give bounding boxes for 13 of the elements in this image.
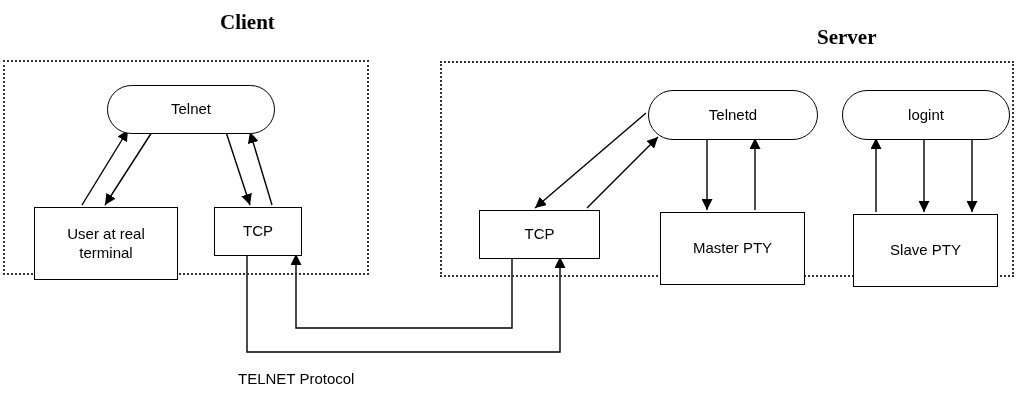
arrow: [534, 112, 647, 209]
process-box: User at real terminal: [34, 207, 178, 280]
group-heading: Server: [817, 25, 877, 50]
process-box: TCP: [214, 207, 302, 256]
process-pill: Telnetd: [648, 90, 818, 140]
process-box: Slave PTY: [853, 214, 998, 287]
arrow: [586, 136, 659, 209]
process-box: Master PTY: [660, 212, 805, 285]
process-box: TCP: [479, 210, 600, 259]
process-pill: logint: [842, 90, 1010, 140]
process-pill: Telnet: [107, 85, 275, 134]
group-heading: Client: [220, 10, 275, 35]
protocol-label: TELNET Protocol: [238, 370, 355, 387]
